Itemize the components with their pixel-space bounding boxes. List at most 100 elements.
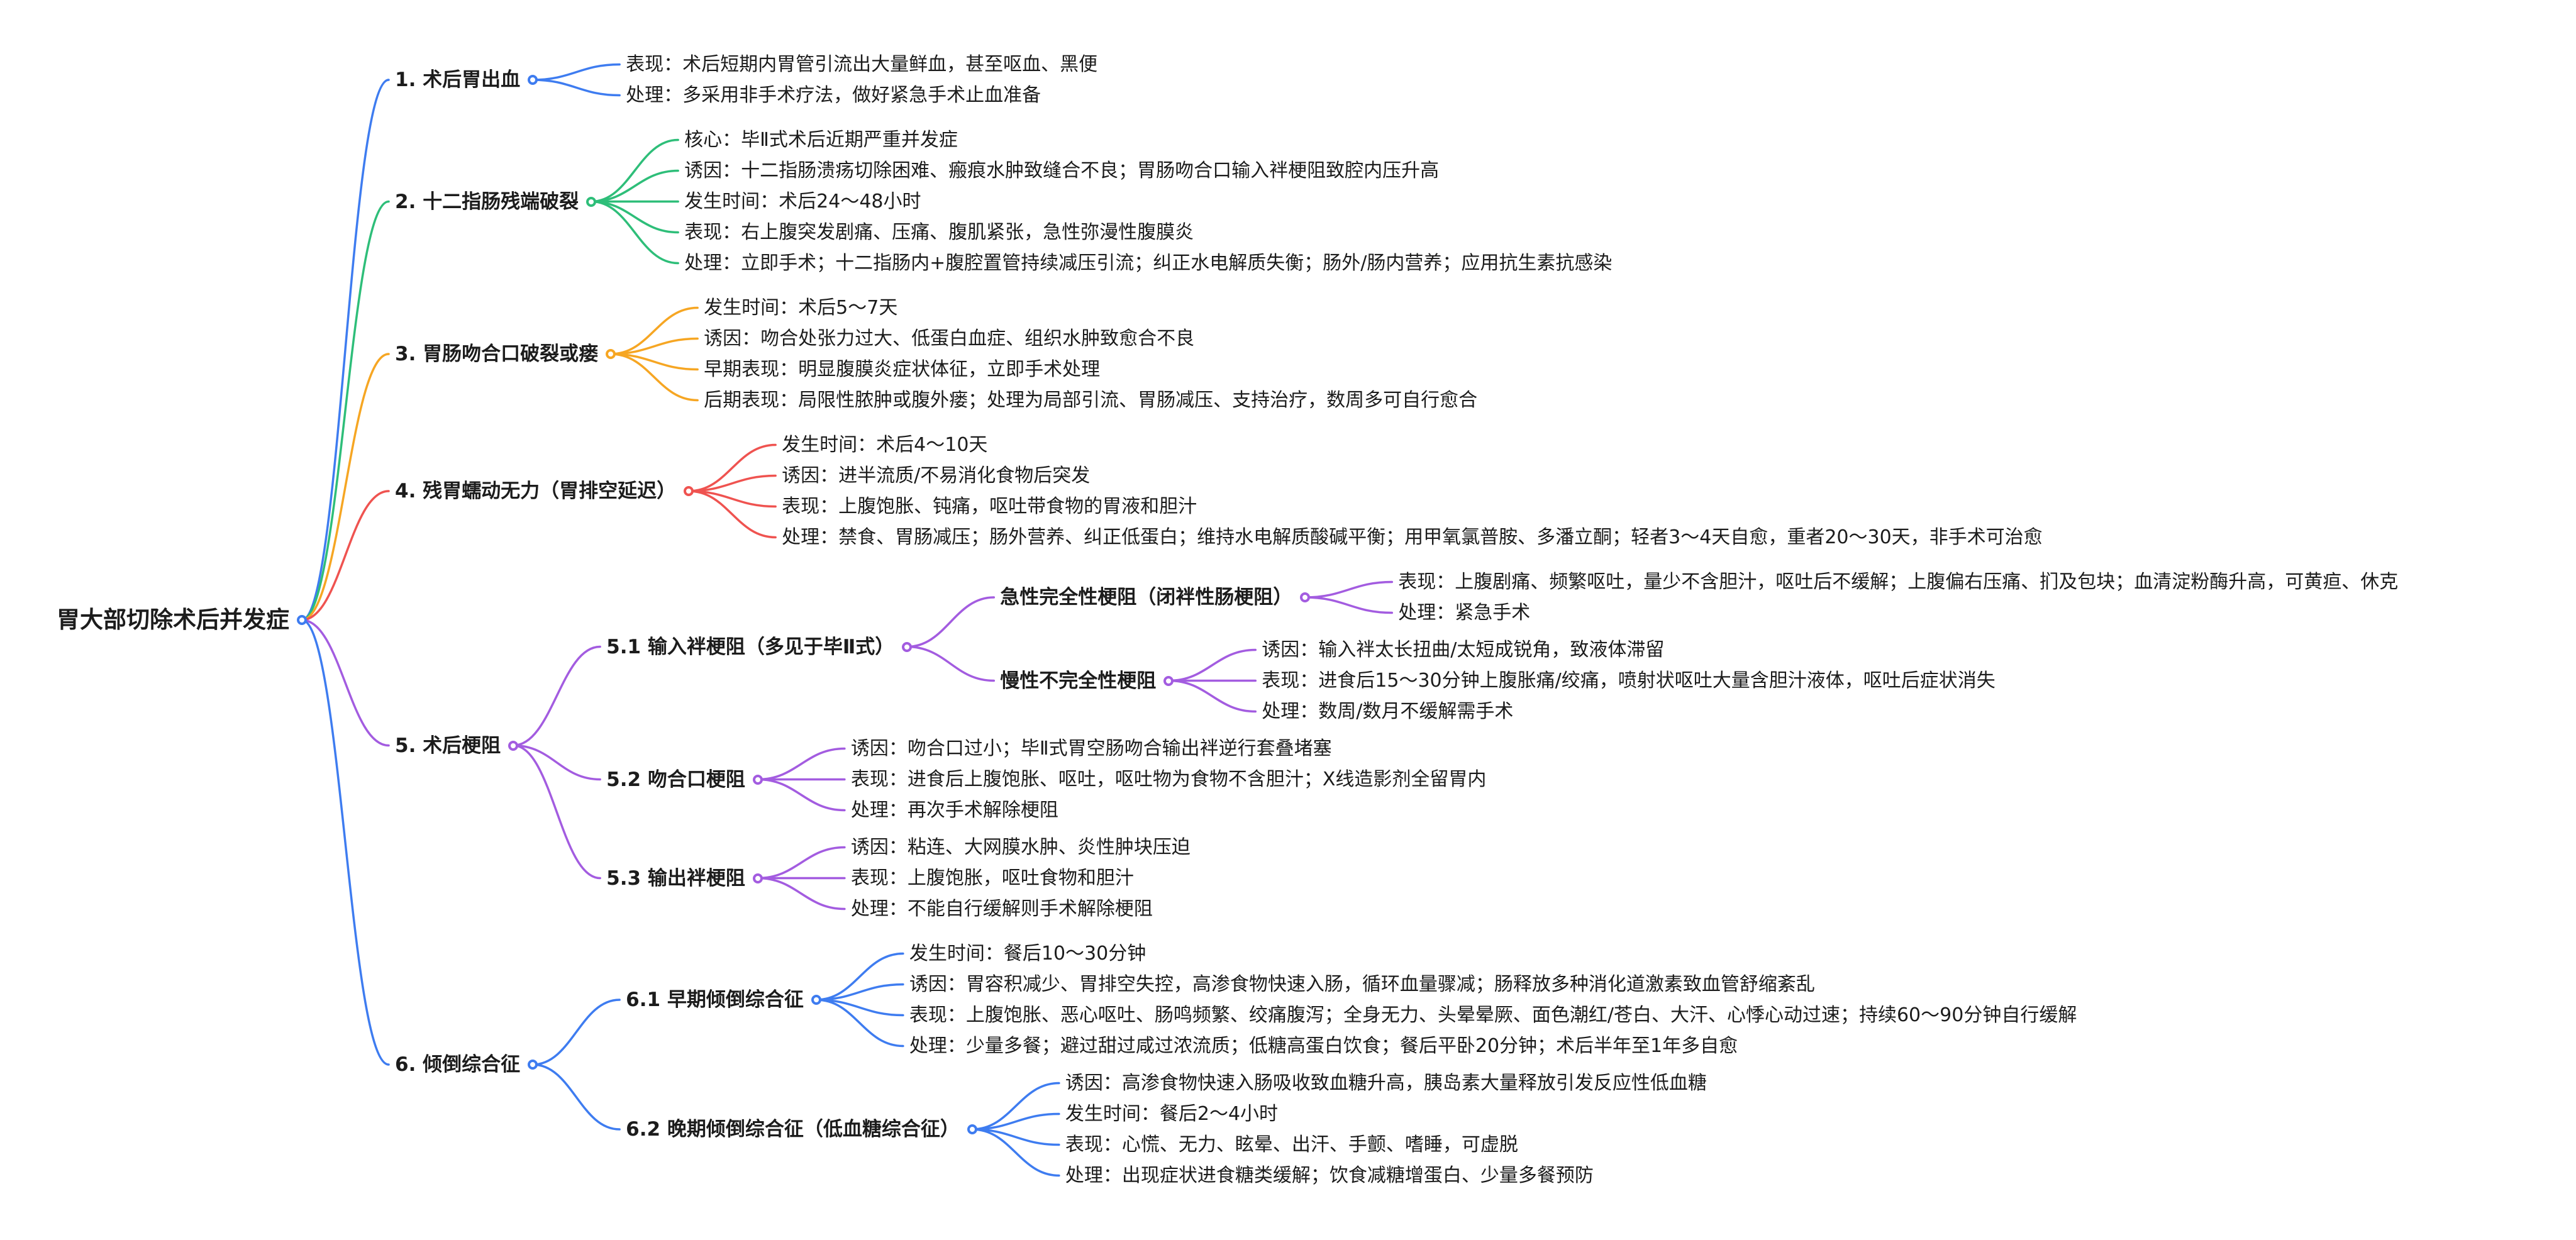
topic-label: 处理：禁食、胃肠减压；肠外营养、纠正低蛋白；维持水电解质酸碱平衡；用甲氧氯普胺、… — [782, 526, 2043, 548]
topic-label: 诱因：吻合口过小；毕Ⅱ式胃空肠吻合输出袢逆行套叠堵塞 — [850, 738, 1332, 760]
map-node: 处理：数周/数月不缓解需手术 — [1262, 700, 1995, 722]
children-column: 诱因：输入袢太长扭曲/太短成锐角，致液体滞留表现：进食后15～30分钟上腹胀痛/… — [1262, 639, 1995, 722]
detail-topic[interactable]: 表现：上腹饱胀、恶心呕吐、肠鸣频繁、绞痛腹泻；全身无力、头晕晕厥、面色潮红/苍白… — [909, 1004, 2077, 1026]
detail-topic[interactable]: 表现：上腹饱胀、钝痛，呕吐带食物的胃液和胆汁 — [782, 495, 1197, 518]
detail-topic[interactable]: 表现：术后短期内胃管引流出大量鲜血，甚至呕血、黑便 — [626, 53, 1097, 75]
topic-label: 6.1 早期倾倒综合征 — [626, 988, 804, 1011]
detail-topic[interactable]: 诱因：胃容积减少、胃排空失控，高渗食物快速入肠，循环血量骤减；肠释放多种消化道激… — [909, 973, 1815, 995]
detail-topic[interactable]: 处理：出现症状进食糖类缓解；饮食减糖增蛋白、少量多餐预防 — [1065, 1165, 1594, 1187]
expand-collapse-handle[interactable] — [528, 75, 538, 85]
map-node: 1. 术后胃出血 表现：术后短期内胃管引流出大量鲜血，甚至呕血、黑便处理：多采用非… — [395, 53, 2398, 106]
map-node: 后期表现：局限性脓肿或腹外瘘；处理为局部引流、胃肠减压、支持治疗，数周多可自行愈… — [704, 389, 1477, 411]
branch-topic[interactable]: 6.2 晚期倾倒综合征（低血糖综合征） — [626, 1117, 977, 1142]
detail-topic[interactable]: 处理：少量多餐；避过甜过咸过浓流质；低糖高蛋白饮食；餐后平卧20分钟；术后半年至… — [909, 1035, 1738, 1057]
topic-label: 发生时间：餐后10～30分钟 — [909, 943, 1146, 965]
expand-collapse-handle[interactable] — [1163, 675, 1174, 686]
expand-collapse-handle[interactable] — [811, 995, 821, 1005]
map-node: 处理：紧急手术 — [1398, 602, 2398, 624]
expand-collapse-handle[interactable] — [1300, 592, 1311, 602]
map-node: 急性完全性梗阻（闭袢性肠梗阻） 表现：上腹剧痛、频繁呕吐，量少不含胆汁，呕吐后不缓… — [1000, 571, 2398, 624]
topic-label: 处理：多采用非手术疗法，做好紧急手术止血准备 — [626, 84, 1041, 106]
expand-collapse-handle[interactable] — [967, 1124, 977, 1134]
topic-label: 表现：进食后15～30分钟上腹胀痛/绞痛，喷射状呕吐大量含胆汁液体，呕吐后症状消… — [1262, 670, 1996, 692]
branch-topic[interactable]: 急性完全性梗阻（闭袢性肠梗阻） — [1000, 585, 1311, 610]
detail-topic[interactable]: 发生时间：餐后10～30分钟 — [909, 943, 1146, 965]
detail-topic[interactable]: 后期表现：局限性脓肿或腹外瘘；处理为局部引流、胃肠减压、支持治疗，数周多可自行愈… — [704, 389, 1477, 411]
topic-label: 早期表现：明显腹膜炎症状体征，立即手术处理 — [704, 358, 1101, 380]
detail-topic[interactable]: 处理：再次手术解除梗阻 — [851, 799, 1058, 821]
expand-collapse-handle[interactable] — [752, 774, 763, 785]
detail-topic[interactable]: 表现：上腹饱胀，呕吐食物和胆汁 — [851, 867, 1134, 889]
children-column: 5.1 输入袢梗阻（多见于毕Ⅱ式） 急性完全性梗阻（闭袢性肠梗阻） 表现：上腹剧痛、… — [606, 571, 2398, 920]
map-node: 发生时间：术后5～7天 — [704, 297, 1477, 319]
detail-topic[interactable]: 早期表现：明显腹膜炎症状体征，立即手术处理 — [704, 358, 1100, 380]
map-node: 发生时间：术后4～10天 — [782, 434, 2043, 456]
map-node: 5.3 输出袢梗阻 诱因：粘连、大网膜水肿、炎性肿块压迫表现：上腹饱胀，呕吐食物和… — [606, 836, 2398, 920]
branch-topic[interactable]: 3. 胃肠吻合口破裂或瘘 — [395, 341, 616, 367]
detail-topic[interactable]: 诱因：吻合口过小；毕Ⅱ式胃空肠吻合输出袢逆行套叠堵塞 — [851, 738, 1332, 760]
branch-topic[interactable]: 6. 倾倒综合征 — [395, 1052, 538, 1077]
root-topic[interactable]: 胃大部切除术后并发症 — [57, 605, 307, 635]
map-node: 3. 胃肠吻合口破裂或瘘 发生时间：术后5～7天诱因：吻合处张力过大、低蛋白血症、… — [395, 297, 2398, 411]
detail-topic[interactable]: 发生时间：术后5～7天 — [704, 297, 897, 319]
detail-topic[interactable]: 处理：禁食、胃肠减压；肠外营养、纠正低蛋白；维持水电解质酸碱平衡；用甲氧氯普胺、… — [782, 526, 2043, 548]
detail-topic[interactable]: 处理：紧急手术 — [1398, 602, 1530, 624]
map-node: 表现：上腹剧痛、频繁呕吐，量少不含胆汁，呕吐后不缓解；上腹偏右压痛、扪及包块；血… — [1398, 571, 2398, 593]
map-node: 诱因：吻合处张力过大、低蛋白血症、组织水肿致愈合不良 — [704, 328, 1477, 350]
children-column: 6.1 早期倾倒综合征 发生时间：餐后10～30分钟诱因：胃容积减少、胃排空失控，… — [626, 943, 2077, 1187]
detail-topic[interactable]: 表现：进食后15～30分钟上腹胀痛/绞痛，喷射状呕吐大量含胆汁液体，呕吐后症状消… — [1262, 670, 1995, 692]
detail-topic[interactable]: 处理：立即手术；十二指肠内+腹腔置管持续减压引流；纠正水电解质失衡；肠外/肠内营… — [684, 252, 1612, 274]
detail-topic[interactable]: 表现：上腹剧痛、频繁呕吐，量少不含胆汁，呕吐后不缓解；上腹偏右压痛、扪及包块；血… — [1398, 571, 2398, 593]
branch-topic[interactable]: 5.3 输出袢梗阻 — [606, 866, 763, 891]
detail-topic[interactable]: 表现：右上腹突发剧痛、压痛、腹肌紧张，急性弥漫性腹膜炎 — [684, 221, 1194, 243]
detail-topic[interactable]: 发生时间：术后4～10天 — [782, 434, 987, 456]
map-node: 5.2 吻合口梗阻 诱因：吻合口过小；毕Ⅱ式胃空肠吻合输出袢逆行套叠堵塞表现：进食… — [606, 738, 2398, 821]
topic-label: 3. 胃肠吻合口破裂或瘘 — [395, 343, 599, 365]
expand-collapse-handle[interactable] — [752, 873, 763, 883]
expand-collapse-handle[interactable] — [684, 486, 694, 496]
expand-collapse-handle[interactable] — [508, 740, 519, 751]
detail-topic[interactable]: 诱因：高渗食物快速入肠吸收致血糖升高，胰岛素大量释放引发反应性低血糖 — [1065, 1072, 1707, 1094]
children-column: 发生时间：术后4～10天诱因：进半流质/不易消化食物后突发表现：上腹饱胀、钝痛，… — [782, 434, 2043, 548]
branch-topic[interactable]: 5. 术后梗阻 — [395, 733, 519, 758]
children-column: 发生时间：餐后10～30分钟诱因：胃容积减少、胃排空失控，高渗食物快速入肠，循环… — [909, 943, 2077, 1057]
topic-label: 6. 倾倒综合征 — [395, 1053, 521, 1076]
topic-label: 处理：紧急手术 — [1398, 602, 1531, 624]
detail-topic[interactable]: 表现：心慌、无力、眩晕、出汗、手颤、嗜睡，可虚脱 — [1065, 1134, 1518, 1156]
map-node: 诱因：粘连、大网膜水肿、炎性肿块压迫 — [851, 836, 1191, 858]
branch-topic[interactable]: 1. 术后胃出血 — [395, 67, 538, 92]
expand-collapse-handle[interactable] — [606, 349, 616, 359]
children-column: 诱因：高渗食物快速入肠吸收致血糖升高，胰岛素大量释放引发反应性低血糖发生时间：餐… — [1065, 1072, 1707, 1187]
detail-topic[interactable]: 处理：数周/数月不缓解需手术 — [1262, 700, 1513, 722]
children-column: 表现：上腹剧痛、频繁呕吐，量少不含胆汁，呕吐后不缓解；上腹偏右压痛、扪及包块；血… — [1398, 571, 2398, 624]
expand-collapse-handle[interactable] — [586, 196, 597, 207]
expand-collapse-handle[interactable] — [297, 615, 307, 625]
branch-topic[interactable]: 6.1 早期倾倒综合征 — [626, 987, 821, 1012]
topic-label: 发生时间：术后4～10天 — [782, 434, 988, 456]
branch-topic[interactable]: 2. 十二指肠残端破裂 — [395, 189, 597, 214]
detail-topic[interactable]: 处理：多采用非手术疗法，做好紧急手术止血准备 — [626, 84, 1041, 106]
detail-topic[interactable]: 诱因：粘连、大网膜水肿、炎性肿块压迫 — [851, 836, 1191, 858]
detail-topic[interactable]: 处理：不能自行缓解则手术解除梗阻 — [851, 898, 1153, 920]
branch-topic[interactable]: 慢性不完全性梗阻 — [1000, 668, 1174, 694]
detail-topic[interactable]: 发生时间：餐后2～4小时 — [1065, 1103, 1278, 1125]
topic-label: 诱因：粘连、大网膜水肿、炎性肿块压迫 — [850, 836, 1191, 858]
topic-label: 诱因：高渗食物快速入肠吸收致血糖升高，胰岛素大量释放引发反应性低血糖 — [1065, 1072, 1707, 1094]
detail-topic[interactable]: 诱因：进半流质/不易消化食物后突发 — [782, 465, 1090, 487]
map-node: 诱因：吻合口过小；毕Ⅱ式胃空肠吻合输出袢逆行套叠堵塞 — [851, 738, 1487, 760]
branch-topic[interactable]: 5.1 输入袢梗阻（多见于毕Ⅱ式） — [606, 634, 913, 660]
detail-topic[interactable]: 诱因：吻合处张力过大、低蛋白血症、组织水肿致愈合不良 — [704, 328, 1194, 350]
expand-collapse-handle[interactable] — [902, 641, 913, 652]
map-node: 表现：上腹饱胀、恶心呕吐、肠鸣频繁、绞痛腹泻；全身无力、头晕晕厥、面色潮红/苍白… — [909, 1004, 2077, 1026]
branch-topic[interactable]: 5.2 吻合口梗阻 — [606, 767, 763, 792]
root-node: 胃大部切除术后并发症 1. 术后胃出血 表现：术后短期内胃管引流出大量鲜血，甚至呕血… — [57, 53, 2398, 1187]
detail-topic[interactable]: 发生时间：术后24～48小时 — [684, 191, 921, 213]
detail-topic[interactable]: 诱因：输入袢太长扭曲/太短成锐角，致液体滞留 — [1262, 639, 1664, 661]
map-node: 6. 倾倒综合征 6.1 早期倾倒综合征 发生时间：餐后10～30分钟诱因：胃容积减… — [395, 943, 2398, 1187]
detail-topic[interactable]: 诱因：十二指肠溃疡切除困难、瘢痕水肿致缝合不良；胃肠吻合口输入袢梗阻致腔内压升高 — [684, 160, 1439, 182]
branch-topic[interactable]: 4. 残胃蠕动无力（胃排空延迟） — [395, 479, 694, 504]
expand-collapse-handle[interactable] — [528, 1060, 538, 1070]
topic-label: 处理：不能自行缓解则手术解除梗阻 — [850, 898, 1153, 920]
detail-topic[interactable]: 表现：进食后上腹饱胀、呕吐，呕吐物为食物不含胆汁；X线造影剂全留胃内 — [851, 768, 1487, 790]
detail-topic[interactable]: 核心：毕Ⅱ式术后近期严重并发症 — [684, 129, 958, 151]
